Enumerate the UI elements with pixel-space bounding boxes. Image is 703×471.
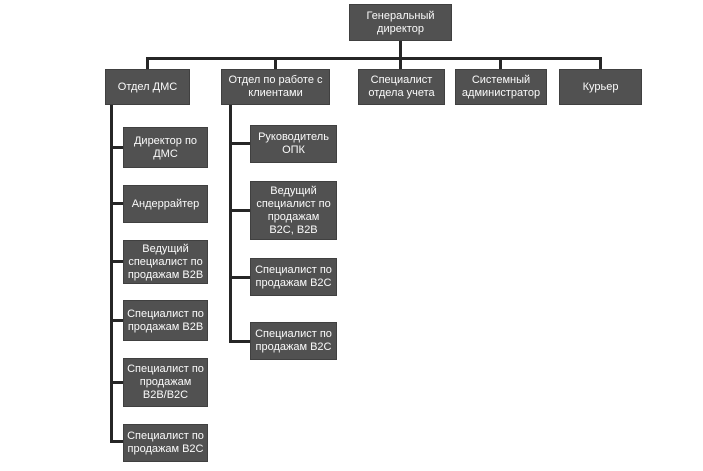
org-node-label: Специалист по продажам B2C — [127, 430, 204, 455]
org-node-dms-director: Директор по ДМС — [123, 127, 208, 168]
org-node-label: Андеррайтер — [131, 197, 200, 210]
connector-dms-spine — [110, 105, 113, 443]
connector-drop-courier — [599, 57, 602, 69]
org-node-label: Специалист по продажам B2C — [255, 328, 332, 353]
connector-clients-stub-4 — [229, 340, 250, 343]
org-node-system-administrator: Системный администратор — [455, 69, 547, 105]
connector-dms-stub-3 — [110, 260, 123, 263]
org-node-label: Специалист по продажам B2B — [127, 307, 204, 333]
org-node-label: Специалист по продажам B2C — [255, 264, 332, 289]
org-node-dept-dms: Отдел ДМС — [105, 69, 190, 105]
org-node-lead-b2b-specialist: Ведущий специалист по продажам B2B — [123, 240, 208, 284]
connector-clients-stub-2 — [229, 209, 250, 212]
org-node-b2b-b2c-specialist: Специалист по продажам B2B/B2C — [123, 358, 208, 407]
connector-drop-sysadmin — [499, 57, 502, 69]
connector-clients-stub-3 — [229, 276, 250, 279]
connector-drop-accounting — [399, 57, 402, 69]
org-node-lead-b2c-b2b-specialist: Ведущий специалист по продажам B2C, B2B — [250, 181, 337, 240]
connector-clients-stub-1 — [229, 142, 250, 145]
org-node-label: Ведущий специалист по продажам B2B — [127, 242, 204, 281]
org-node-label: Директор по ДМС — [133, 134, 198, 160]
connector-root-drop — [399, 41, 402, 59]
org-node-label: Ведущий специалист по продажам B2C, B2B — [256, 184, 331, 236]
org-node-b2b-specialist: Специалист по продажам B2B — [123, 300, 208, 341]
org-node-label: Курьер — [582, 80, 619, 93]
org-node-dept-clients: Отдел по работе с клиентами — [221, 69, 330, 105]
org-node-general-director: Генеральный директор — [349, 4, 452, 41]
connector-clients-spine — [229, 105, 232, 343]
connector-drop-dept-clients — [274, 57, 277, 69]
connector-dms-stub-5 — [110, 381, 123, 384]
connector-dms-stub-2 — [110, 202, 123, 205]
org-node-label: Специалист отдела учета — [368, 74, 435, 99]
connector-drop-dept-dms — [146, 57, 149, 69]
org-node-label: Системный администратор — [461, 74, 541, 99]
org-node-b2c-specialist-1: Специалист по продажам B2C — [250, 258, 337, 296]
org-node-label: Специалист по продажам B2B/B2C — [127, 363, 204, 401]
connector-dms-stub-4 — [110, 319, 123, 322]
org-node-label: Отдел ДМС — [117, 80, 178, 93]
org-node-label: Отдел по работе с клиентами — [228, 74, 323, 99]
org-node-underwriter: Андеррайтер — [123, 185, 208, 223]
org-node-label: Генеральный директор — [366, 9, 435, 35]
org-node-b2c-specialist: Специалист по продажам B2C — [123, 424, 208, 462]
connector-dms-stub-6 — [110, 440, 123, 443]
org-node-opk-head: Руководитель ОПК — [250, 125, 337, 163]
org-node-b2c-specialist-2: Специалист по продажам B2C — [250, 322, 337, 360]
org-node-label: Руководитель ОПК — [258, 131, 329, 156]
connector-dms-stub-1 — [110, 146, 123, 149]
org-node-accounting-specialist: Специалист отдела учета — [358, 69, 445, 105]
org-node-courier: Курьер — [559, 69, 642, 105]
connector-level1-horizontal — [146, 57, 602, 60]
